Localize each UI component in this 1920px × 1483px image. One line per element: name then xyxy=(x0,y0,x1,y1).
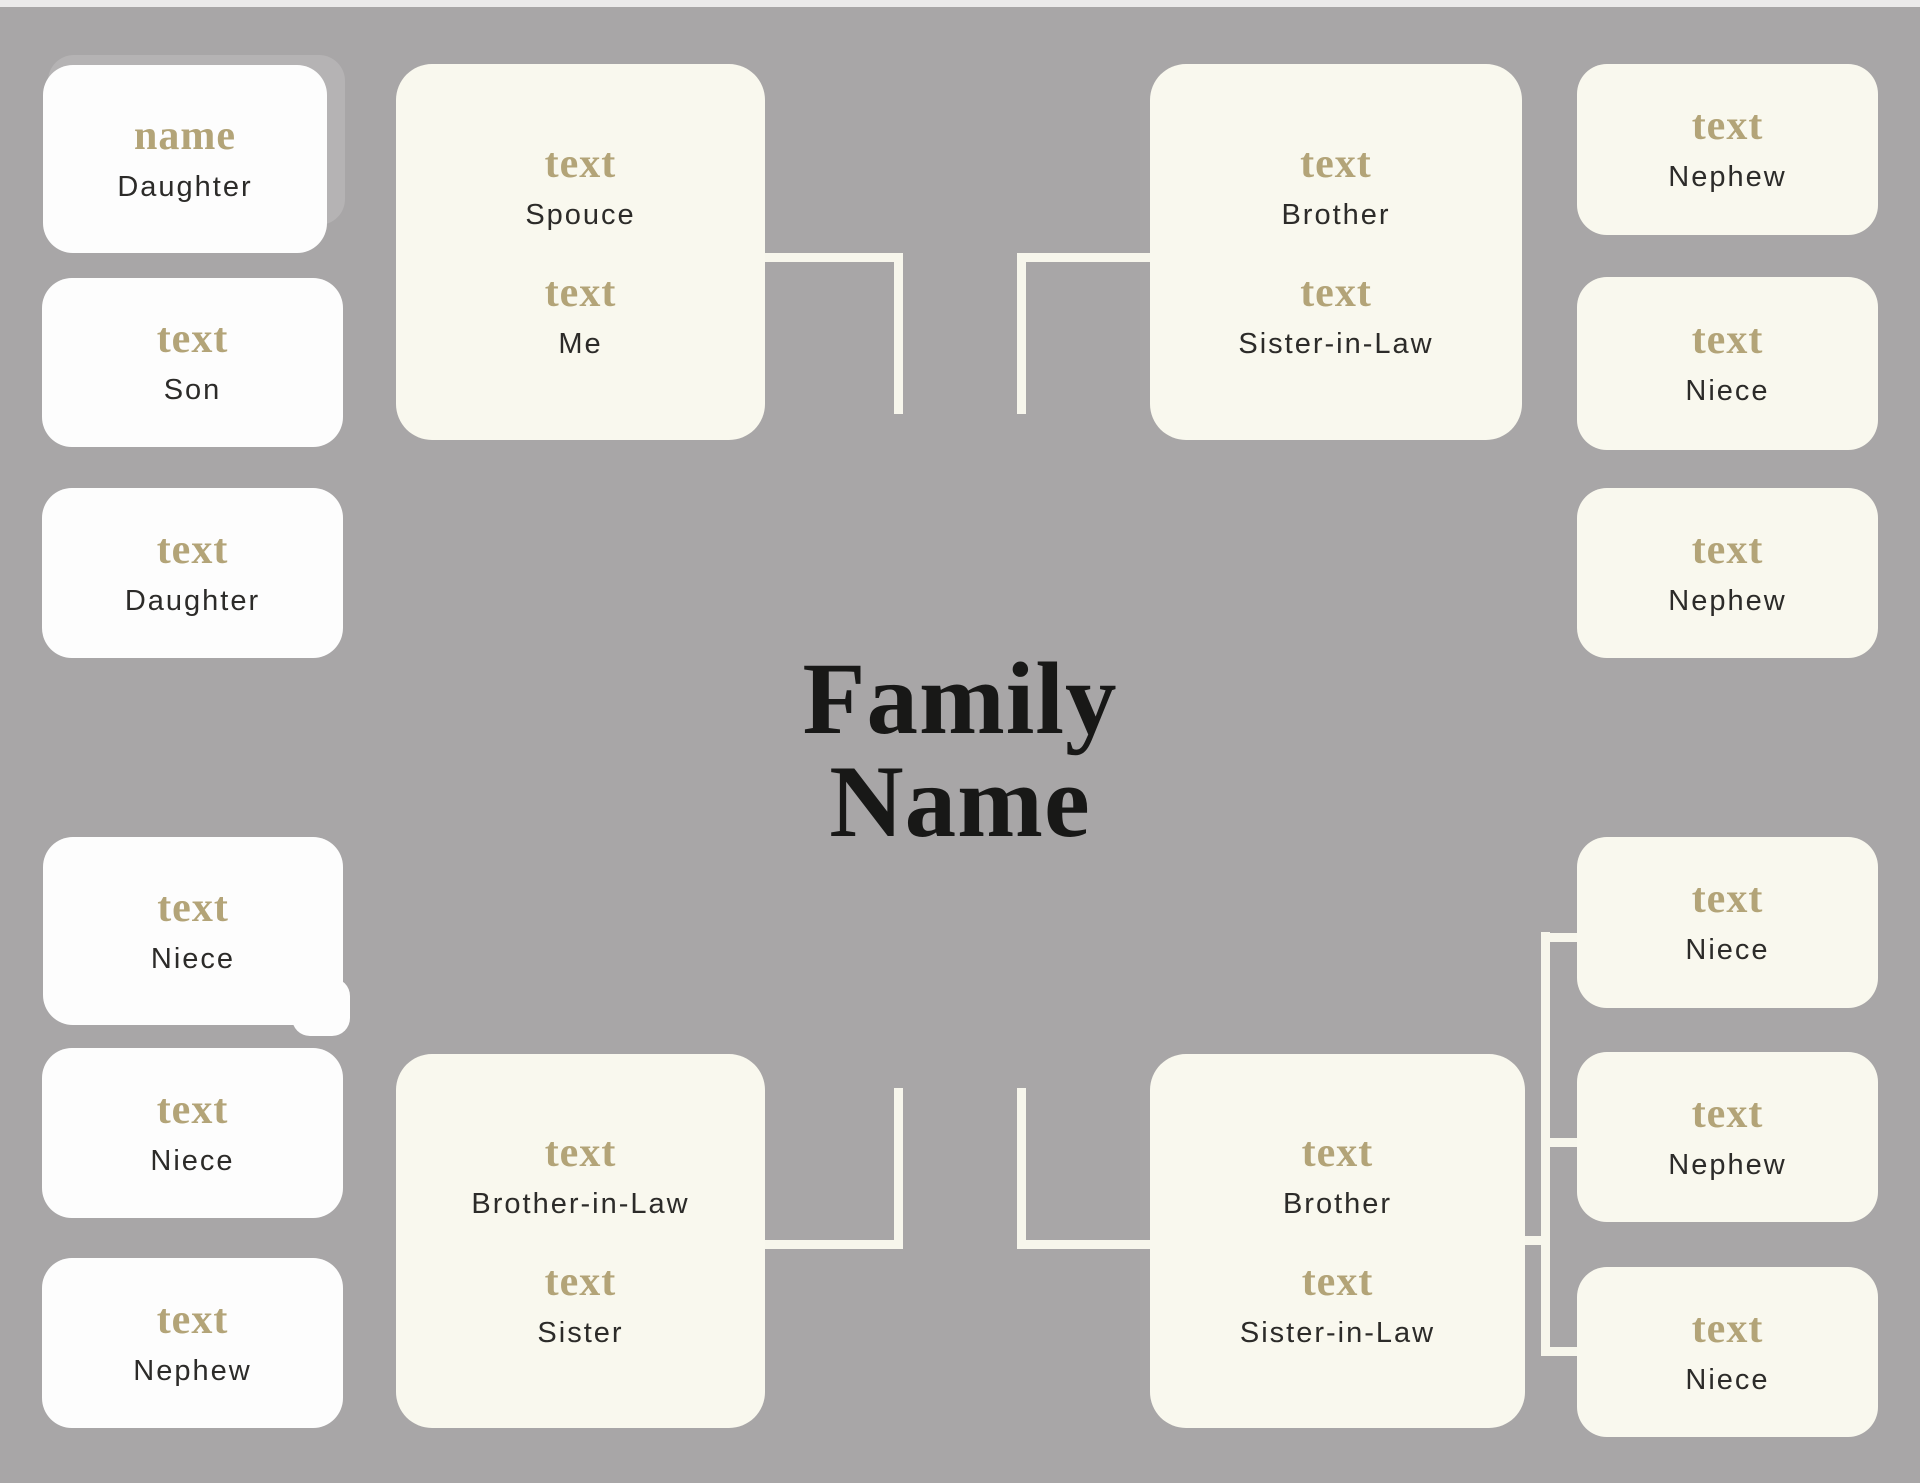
bracket-connector-stub xyxy=(1550,1347,1577,1356)
bracket-connector-stub xyxy=(1550,933,1577,942)
canvas-top-strip xyxy=(0,0,1920,7)
card-role-label: text xyxy=(1691,317,1764,364)
connector-line xyxy=(1017,253,1150,262)
family-name-title[interactable]: Family Name xyxy=(803,648,1118,854)
card-role-label: text xyxy=(156,526,229,573)
member-card-nephew-4[interactable]: text Nephew xyxy=(1577,1052,1878,1222)
bracket-connector-stub xyxy=(1525,1236,1541,1245)
connector-line xyxy=(1017,1240,1150,1249)
member-card-son[interactable]: text Son xyxy=(42,278,343,447)
card-role-label: text xyxy=(1691,526,1764,573)
card-member-name: Me xyxy=(558,328,603,360)
member-card-nephew-1[interactable]: text Nephew xyxy=(1577,64,1878,235)
card-role-label: text xyxy=(1301,1259,1374,1305)
card-member-name: Nephew xyxy=(1668,161,1787,194)
card-member-name: Sister-in-Law xyxy=(1238,328,1434,360)
card-member-name: Niece xyxy=(1685,934,1770,967)
card-member-name: Niece xyxy=(150,1144,235,1177)
card-member-name: Daughter xyxy=(117,170,253,203)
title-line-2: Name xyxy=(829,745,1091,859)
member-card-niece-1[interactable]: text Niece xyxy=(1577,277,1878,450)
card-role-label: text xyxy=(1300,270,1372,316)
card-role-label: text xyxy=(1301,1130,1374,1177)
card-role-label: text xyxy=(156,1086,229,1133)
couple-card-brother-sil-bottom[interactable]: text Brother text Sister-in-Law xyxy=(1150,1054,1525,1428)
title-line-1: Family xyxy=(802,642,1118,756)
member-card-niece-2[interactable]: text Niece xyxy=(43,837,343,1025)
card-role-label: text xyxy=(544,141,617,188)
member-card-nephew-2[interactable]: text Nephew xyxy=(1577,488,1878,658)
card-role-label: text xyxy=(157,884,229,931)
couple-card-brother-sil-top[interactable]: text Brother text Sister-in-Law xyxy=(1150,64,1522,440)
card-member-name: Brother xyxy=(1281,199,1391,232)
card-role-label: name xyxy=(134,112,236,159)
member-card-daughter-1[interactable]: name Daughter xyxy=(43,65,327,253)
card-member-name: Niece xyxy=(150,942,236,975)
member-card-niece-4[interactable]: text Niece xyxy=(1577,837,1878,1008)
card-role-label: text xyxy=(1691,1305,1764,1352)
card-member-name: Nephew xyxy=(1668,1148,1787,1181)
connector-line xyxy=(765,1240,903,1249)
card-member-name: Sister xyxy=(537,1317,624,1349)
card-role-label: text xyxy=(1691,876,1764,923)
card-member-name: Son xyxy=(163,374,222,407)
card-member-name: Spouce xyxy=(525,199,636,232)
card-role-label: text xyxy=(156,316,229,363)
card-role-label: text xyxy=(544,1259,617,1305)
member-card-daughter-2[interactable]: text Daughter xyxy=(42,488,343,658)
card-member-name: Niece xyxy=(1685,375,1770,408)
card-role-label: text xyxy=(1300,141,1372,188)
card-member-name: Nephew xyxy=(1668,584,1787,617)
card-role-label: text xyxy=(1691,103,1764,150)
card-role-label: text xyxy=(544,270,617,316)
couple-card-spouse-me[interactable]: text Spouce text Me xyxy=(396,64,765,440)
card-member-name: Sister-in-Law xyxy=(1239,1317,1436,1349)
bracket-connector-line xyxy=(1541,932,1550,1356)
connector-line xyxy=(765,253,903,262)
card-member-name: Niece xyxy=(1685,1363,1770,1396)
connector-line xyxy=(894,253,903,414)
card-member-name: Daughter xyxy=(124,584,261,617)
connector-line xyxy=(894,1088,903,1249)
card-member-name: Nephew xyxy=(133,1354,252,1387)
bracket-connector-stub xyxy=(1550,1138,1577,1147)
member-card-niece-3[interactable]: text Niece xyxy=(42,1048,343,1218)
card-role-label: text xyxy=(156,1296,229,1343)
card-role-label: text xyxy=(544,1130,617,1177)
card-role-label: text xyxy=(1691,1090,1764,1137)
member-card-niece-5[interactable]: text Niece xyxy=(1577,1267,1878,1437)
connector-line xyxy=(1017,253,1026,414)
member-card-nephew-3[interactable]: text Nephew xyxy=(42,1258,343,1428)
connector-line xyxy=(1017,1088,1026,1249)
couple-card-bil-sister[interactable]: text Brother-in-Law text Sister xyxy=(396,1054,765,1428)
card-member-name: Brother xyxy=(1282,1188,1393,1221)
card-member-name: Brother-in-Law xyxy=(471,1188,690,1221)
